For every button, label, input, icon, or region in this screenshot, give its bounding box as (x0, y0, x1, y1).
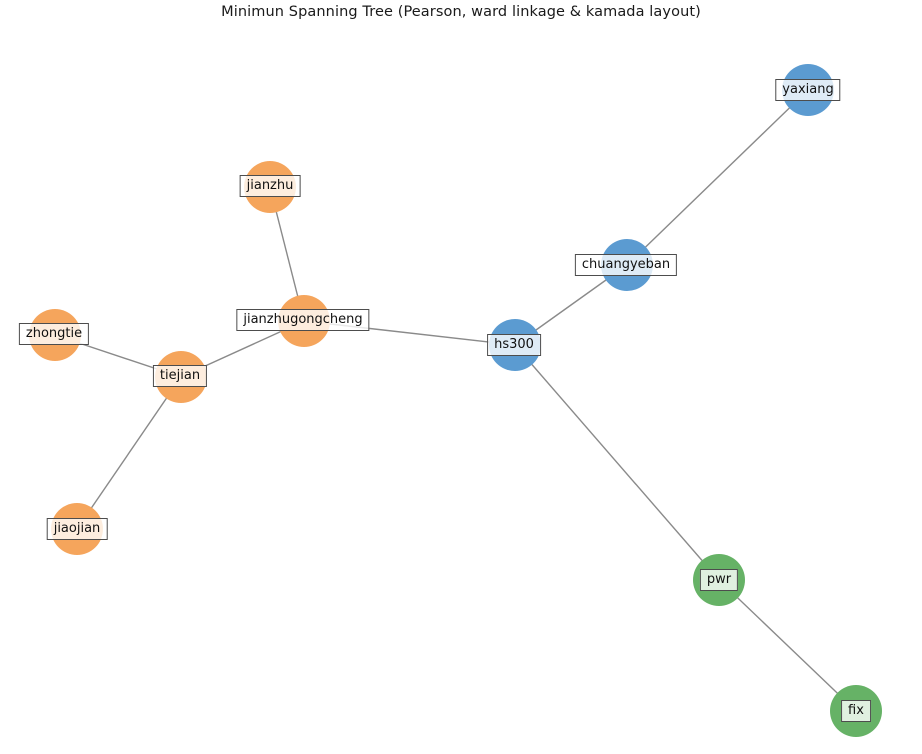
page-title: Minimun Spanning Tree (Pearson, ward lin… (221, 4, 701, 20)
node-label-pwr: pwr (699, 569, 739, 591)
node-label-zhongtie: zhongtie (18, 323, 90, 345)
node-layer (29, 64, 882, 737)
node-label-hs300: hs300 (487, 334, 541, 356)
node-label-jianzhu: jianzhu (239, 175, 301, 197)
node-label-tiejian: tiejian (152, 365, 208, 387)
graph-edge (626, 89, 809, 266)
graph-edge (76, 376, 182, 530)
node-label-chuangyeban: chuangyeban (574, 254, 678, 276)
graph-edge (514, 344, 720, 581)
node-label-fix: fix (841, 700, 871, 722)
graph-edge (718, 579, 857, 712)
node-label-yaxiang: yaxiang (775, 79, 841, 101)
node-label-jianzhugongcheng: jianzhugongcheng (236, 309, 370, 331)
node-label-jiaojian: jiaojian (46, 518, 108, 540)
